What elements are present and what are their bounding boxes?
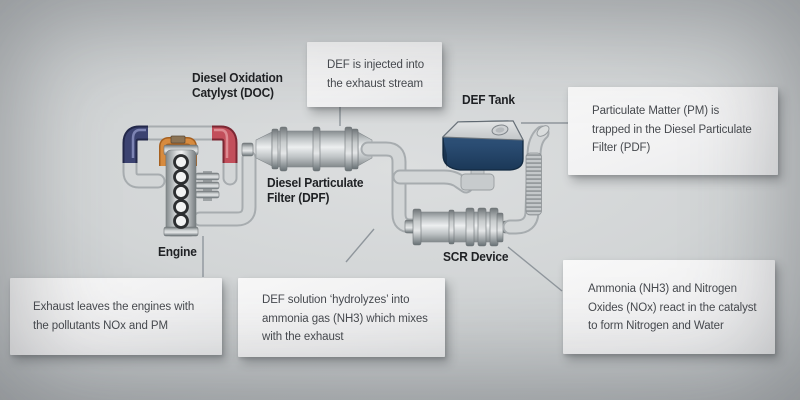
- engine-to-dpf-pipe-core: [194, 152, 255, 225]
- turbo-stack: [195, 171, 220, 201]
- tailpipe-opening: [536, 125, 550, 137]
- dpf-band: [279, 126, 288, 172]
- turbo-disc: [195, 190, 220, 199]
- dpf-band: [312, 126, 321, 172]
- cylinder-bolt: [173, 184, 189, 200]
- tailpipe-corrugation: [525, 152, 542, 216]
- callout-pm-trapped: Particulate Matter (PM) is trapped in th…: [568, 87, 778, 175]
- engine-illustration: [122, 125, 257, 237]
- label-def-tank: DEF Tank: [462, 92, 515, 107]
- scr-band: [448, 209, 455, 245]
- callout-connector-lines: [202, 104, 568, 292]
- scr-band: [477, 207, 487, 247]
- scr-band: [465, 207, 475, 247]
- connector-ammonia: [507, 246, 563, 292]
- label-engine: Engine: [158, 244, 197, 259]
- engine-left-down-pipe-core: [124, 152, 164, 187]
- def-feed-pipe-core: [394, 171, 472, 192]
- dpf-band: [344, 126, 353, 172]
- dpf-to-scr-pipe: [360, 141, 424, 234]
- def-tank-left-shade: [443, 137, 447, 168]
- label-diesel-particulate-filter: Diesel Particulate Filter (DPF): [267, 175, 364, 205]
- def-tank-illustration: [441, 120, 524, 171]
- scr-device-illustration: [404, 207, 513, 247]
- intake-elbow-highlight: [131, 128, 146, 158]
- scr-left-collar: [412, 208, 422, 246]
- dpf-cylinder: [241, 126, 382, 172]
- cylinder-bolt: [173, 154, 189, 170]
- cylinder-bolt: [173, 199, 189, 215]
- label-diesel-oxidation-catalyst: Diesel Oxidation Catylyst (DOC): [192, 70, 283, 100]
- def-injector-block: [460, 173, 495, 191]
- tailpipe-illustration: [502, 125, 550, 235]
- dpf-collar: [351, 128, 359, 170]
- scr-right-cap: [496, 212, 504, 243]
- engine-cylinder-bolts: [173, 154, 189, 229]
- connector-def-solution: [345, 228, 375, 263]
- cylinder-bolt: [173, 169, 189, 185]
- def-tank-cap-inner: [495, 127, 505, 133]
- callout-ammonia-reacts: Ammonia (NH3) and Nitrogen Oxides (NOx) …: [563, 260, 775, 354]
- cylinder-bolt: [173, 213, 189, 229]
- turbo-disc: [195, 181, 220, 190]
- exhaust-elbow-highlight: [214, 128, 229, 158]
- callout-def-injected: DEF is injected into the exhaust stream: [307, 42, 442, 107]
- callout-def-solution: DEF solution ‘hydrolyzes’ into ammonia g…: [238, 278, 445, 357]
- label-scr-device: SCR Device: [443, 249, 509, 264]
- def-tank-lid: [441, 120, 524, 141]
- dpf-left-cone: [255, 130, 275, 168]
- dpf-collar: [271, 128, 279, 170]
- engine-loop-cap: [170, 135, 186, 144]
- dpf-inlet-nub: [241, 142, 254, 157]
- turbo-disc: [195, 172, 220, 181]
- callout-exhaust-leaves: Exhaust leaves the engines with the poll…: [10, 278, 222, 355]
